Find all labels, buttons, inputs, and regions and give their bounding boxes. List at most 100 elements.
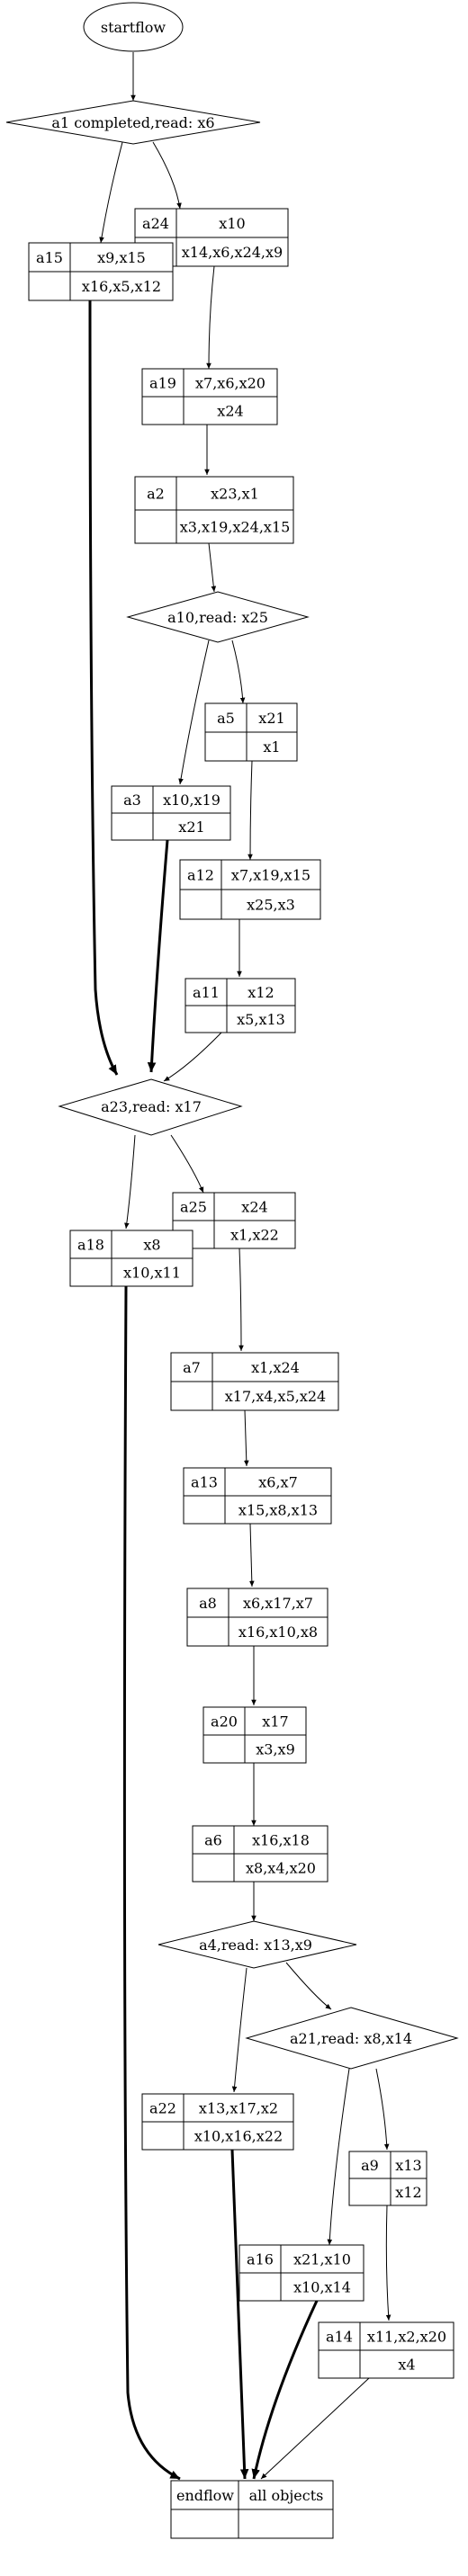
record-id-label: a20 <box>211 1713 238 1731</box>
decision-d23: a23,read: x17 <box>58 1078 243 1136</box>
record-node-a14: a14 x11,x2,x20 x4 <box>318 2321 454 2379</box>
record-id-label: a9 <box>361 2157 379 2174</box>
record-node-a11: a11 x12 x5,x13 <box>184 978 296 1033</box>
edge-a2-d10 <box>208 542 217 593</box>
decision-d4-label: a4,read: x13,x9 <box>199 1936 312 1954</box>
edges <box>88 52 392 2481</box>
record-read-label: x23,x1 <box>211 486 259 503</box>
edge-d23-a18 <box>124 1134 136 1230</box>
record-write-label: x16,x10,x8 <box>238 1623 318 1641</box>
record-read-label: x6,x7 <box>258 1474 298 1491</box>
record-read-label: x12 <box>248 984 274 1001</box>
edge-a5-a12 <box>248 760 253 861</box>
record-read-label: x10 <box>219 215 245 232</box>
edge-a7-a13 <box>243 1409 249 1467</box>
decision-d10: a10,read: x25 <box>126 591 310 643</box>
record-read-label: x7,x19,x15 <box>231 867 310 884</box>
record-read-label: x17 <box>262 1713 288 1731</box>
record-id-label: a7 <box>183 1359 201 1376</box>
edge-d4-d21 <box>285 1962 332 2010</box>
edge-d10-a3 <box>178 640 210 785</box>
edge-a14-end <box>260 2377 370 2480</box>
edge-d4-a22 <box>231 1967 248 2093</box>
decision-d21-label: a21,read: x8,x14 <box>290 2030 412 2047</box>
record-id-label: a25 <box>180 1199 207 1216</box>
record-node-a25: a25 x24 x1,x22 <box>172 1192 296 1249</box>
edge-a11-d23 <box>163 1032 222 1082</box>
record-node-a8: a8 x6,x17,x7 x16,x10,x8 <box>186 1588 328 1647</box>
record-write-label: x17,x4,x5,x24 <box>225 1388 326 1405</box>
record-write-label: x1 <box>263 738 280 756</box>
record-id-label: a14 <box>326 2329 353 2346</box>
decision-d10-label: a10,read: x25 <box>167 609 268 626</box>
record-write-label: x21 <box>178 818 204 836</box>
record-write-label: x10,x14 <box>293 2279 351 2296</box>
record-id-label: a18 <box>77 1237 104 1254</box>
record-id-label: a12 <box>187 867 214 884</box>
record-id-label: a3 <box>123 792 141 809</box>
start-label: startflow <box>101 19 166 36</box>
edge-a25-a7 <box>238 1248 244 1352</box>
end-node: endflow all objects <box>170 2480 334 2539</box>
edge-a3-d23 <box>147 839 169 1073</box>
edge-d1-a24 <box>152 141 182 210</box>
record-node-a15: a15 x9,x15 x16,x5,x12 <box>28 242 174 301</box>
record-id-label: a13 <box>191 1474 218 1491</box>
decision-d1: a1 completed,read: x6 <box>5 100 261 145</box>
record-node-a5: a5 x21 x1 <box>204 702 298 762</box>
record-write-label: x10,x11 <box>123 1265 181 1282</box>
record-id-label: a5 <box>217 710 235 727</box>
record-node-a2: a2 x23,x1 x3,x19,x24,x15 <box>134 476 294 544</box>
record-write-label: x24 <box>217 403 243 420</box>
record-id-label: a2 <box>147 486 165 503</box>
record-write-label: x10,x16,x22 <box>194 2128 283 2145</box>
record-read-label: x1,x24 <box>251 1359 300 1376</box>
record-read-label: x13,x17,x2 <box>199 2100 278 2117</box>
decision-d4: a4,read: x13,x9 <box>158 1920 357 1969</box>
edge-a16-end <box>251 2300 319 2480</box>
record-write-label: x12 <box>395 2184 421 2201</box>
edge-d1-a15 <box>99 141 123 244</box>
edge-a22-end <box>230 2149 249 2480</box>
record-id-label: a11 <box>193 984 220 1001</box>
decision-d21: a21,read: x8,x14 <box>245 2007 459 2070</box>
record-write-label: x15,x8,x13 <box>238 1502 318 1519</box>
record-write-label: x8,x4,x20 <box>246 1860 316 1877</box>
record-write-label: x4 <box>398 2357 415 2374</box>
decision-d1-label: a1 completed,read: x6 <box>51 114 214 131</box>
record-node-a22: a22 x13,x17,x2 x10,x16,x22 <box>141 2093 294 2151</box>
record-read-label: x8 <box>143 1237 160 1254</box>
record-id-label: a24 <box>142 215 169 232</box>
record-read-label: x13 <box>395 2157 421 2174</box>
record-read-label: x21 <box>258 710 284 727</box>
end-left-label: endflow <box>176 2487 234 2504</box>
record-node-a18: a18 x8 x10,x11 <box>69 1230 194 1287</box>
record-read-label: x10,x19 <box>163 792 220 809</box>
record-id-label: a15 <box>36 249 63 266</box>
record-read-label: x6,x17,x7 <box>243 1595 313 1612</box>
record-node-a3: a3 x10,x19 x21 <box>111 785 231 841</box>
record-read-label: x9,x15 <box>97 249 146 266</box>
edge-d23-a25 <box>170 1134 204 1194</box>
record-node-a7: a7 x1,x24 x17,x4,x5,x24 <box>170 1352 339 1411</box>
record-id-label: a22 <box>149 2100 176 2117</box>
record-write-label: x5,x13 <box>237 1011 285 1028</box>
record-id-label: a8 <box>199 1595 217 1612</box>
record-node-a13: a13 x6,x7 x15,x8,x13 <box>183 1467 332 1525</box>
end-right-label: all objects <box>249 2487 324 2504</box>
record-write-label: x16,x5,x12 <box>82 278 161 295</box>
record-write-label: x3,x19,x24,x15 <box>180 519 291 536</box>
record-read-label: x24 <box>241 1199 267 1216</box>
record-read-label: x11,x2,x20 <box>367 2329 446 2346</box>
edge-d21-a9 <box>375 2068 390 2151</box>
edge-a24-a19 <box>206 265 215 370</box>
record-id-label: a19 <box>149 375 176 392</box>
edge-a9-a14 <box>385 2205 392 2321</box>
record-write-label: x1,x22 <box>230 1227 279 1244</box>
